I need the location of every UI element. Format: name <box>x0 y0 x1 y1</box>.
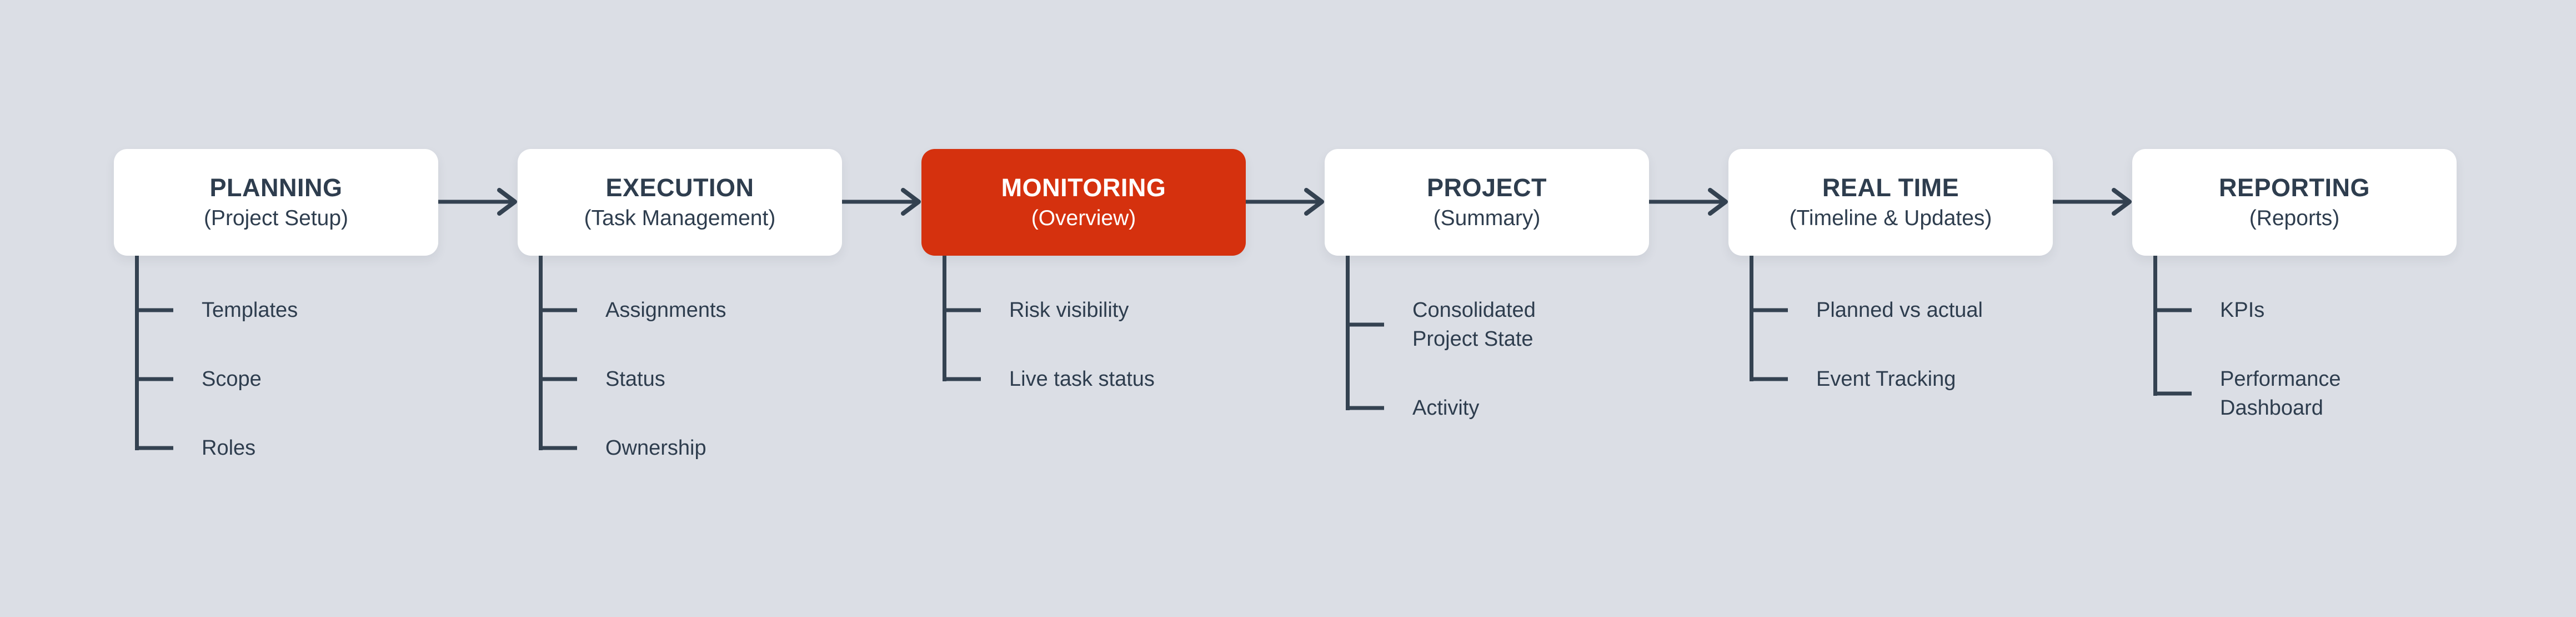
stage-subitem: Event Tracking <box>1750 365 2038 394</box>
stage-subitem: Assignments <box>539 296 828 325</box>
stage-subitem-label: Assignments <box>605 298 726 322</box>
stage-subtitle: (Task Management) <box>584 206 776 230</box>
stage-subitem-label: Ownership <box>605 436 706 460</box>
stage-subitem: Roles <box>135 434 424 462</box>
stage-subitem: Planned vs actual <box>1750 296 2038 325</box>
stage-title: MONITORING <box>1001 173 1166 202</box>
flow-arrow-icon <box>1246 188 1324 216</box>
stage-subitem: Activity <box>1346 394 1635 422</box>
flow-arrow-icon <box>438 188 517 216</box>
tree-vertical-line <box>539 256 543 450</box>
stage-title: REAL TIME <box>1822 173 1959 202</box>
stage-box: PROJECT (Summary) <box>1325 149 1649 256</box>
stage-title: REPORTING <box>2218 173 2370 202</box>
flow-arrow-icon <box>2053 188 2132 216</box>
stage-subitem-label: Templates <box>202 298 298 322</box>
stage-subitem: Risk visibility <box>943 296 1231 325</box>
workflow-stage-project: PROJECT (Summary) Consolidated Project S… <box>1325 149 1649 420</box>
flow-arrow-icon <box>1649 188 1728 216</box>
stage-subitem-label: Risk visibility <box>1009 298 1129 322</box>
flow-arrow-icon <box>842 188 921 216</box>
stage-subtitle: (Overview) <box>1031 206 1136 230</box>
stage-subtitle: (Timeline & Updates) <box>1789 206 1992 230</box>
stage-subitem-label: Scope <box>202 367 262 391</box>
stage-box: EXECUTION (Task Management) <box>518 149 842 256</box>
stage-subitem-label: Roles <box>202 436 256 460</box>
stage-subitem-label: Performance Dashboard <box>2220 367 2341 420</box>
stage-box: REAL TIME (Timeline & Updates) <box>1728 149 2053 256</box>
stage-subitem: Consolidated Project State <box>1346 296 1635 354</box>
tree-vertical-line <box>2153 256 2157 396</box>
workflow-stage-real-time: REAL TIME (Timeline & Updates) Planned v… <box>1728 149 2053 391</box>
stage-subitem: Performance Dashboard <box>2153 365 2442 422</box>
stage-subitem-label: Activity <box>1412 396 1480 420</box>
stage-subitem-label: Event Tracking <box>1816 367 1956 391</box>
stage-subitem-label: Consolidated Project State <box>1412 298 1536 351</box>
stage-box: PLANNING (Project Setup) <box>114 149 438 256</box>
tree-vertical-line <box>135 256 139 450</box>
stage-subitem: Live task status <box>943 365 1231 394</box>
stage-subitem: Ownership <box>539 434 828 462</box>
stage-subitem-label: KPIs <box>2220 298 2265 322</box>
stage-title: PROJECT <box>1426 173 1547 202</box>
stage-box: MONITORING (Overview) <box>921 149 1246 256</box>
stage-subtitle: (Project Setup) <box>203 206 349 230</box>
stage-subtitle: (Reports) <box>2249 206 2340 230</box>
stage-subitem: Scope <box>135 365 424 394</box>
stage-subitem-label: Live task status <box>1009 367 1155 391</box>
stage-subitem-label: Planned vs actual <box>1816 298 1983 322</box>
stage-subitem: Templates <box>135 296 424 325</box>
stage-subitem: KPIs <box>2153 296 2442 325</box>
stage-subtitle: (Summary) <box>1433 206 1541 230</box>
stage-title: EXECUTION <box>605 173 754 202</box>
stage-title: PLANNING <box>209 173 343 202</box>
stage-subitem-label: Status <box>605 367 665 391</box>
stage-box: REPORTING (Reports) <box>2132 149 2457 256</box>
stage-subitem: Status <box>539 365 828 394</box>
